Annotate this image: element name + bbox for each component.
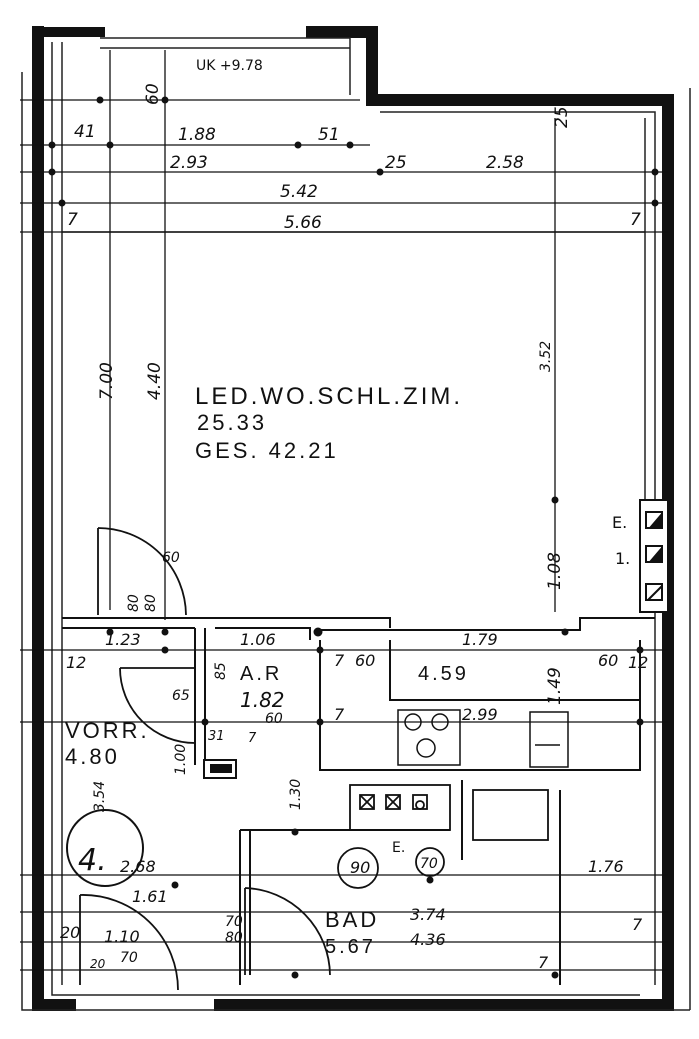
bath-fixtures: [66, 784, 549, 889]
dim-label: 2.99: [462, 705, 498, 724]
storage-room-name: A.R: [240, 663, 282, 685]
dim-label: 41: [74, 122, 96, 142]
dim-label: 7: [632, 915, 643, 934]
dim-label: 3.54: [92, 781, 108, 812]
dim-label: 3.52: [538, 341, 554, 372]
dim-label: 20: [90, 957, 106, 971]
dim-label: 51: [318, 125, 340, 145]
dim-label: 7: [538, 953, 549, 972]
hall-area: 4.80: [65, 744, 120, 769]
dim-label: 7: [334, 705, 345, 724]
dim-label: 90: [350, 858, 370, 877]
dim-label: 80: [143, 594, 159, 612]
meter-label-1: 1.: [615, 549, 630, 568]
shaft: [203, 759, 237, 779]
meter-panel: [639, 499, 669, 613]
dim-label: 4.36: [410, 930, 446, 949]
level-note: UK +9.78: [196, 58, 263, 74]
dim-label: 1.76: [588, 857, 624, 876]
dimension-ticks: [48, 96, 659, 979]
total-area: GES. 42.21: [195, 438, 339, 463]
dim-label: 85: [213, 662, 229, 680]
dimension-lines: [20, 50, 668, 971]
dim-label: 1.23: [105, 630, 141, 649]
dim-label: 60: [598, 651, 618, 670]
lower-dimension-labels: 2.68 1.61 1.76 20 1.10 70 80 3.74 4.36 7…: [60, 550, 643, 972]
dim-label: 12: [628, 653, 648, 672]
dim-label: 7: [67, 210, 78, 230]
dim-label: 5.42: [280, 182, 318, 202]
dim-label: 12: [66, 653, 86, 672]
dim-label: 2.68: [120, 857, 156, 876]
dim-label: 80: [126, 594, 142, 612]
dim-label: 25: [385, 153, 407, 173]
dim-label: 60: [355, 651, 375, 670]
kitchen-fixtures: [397, 709, 569, 768]
dim-label: 70: [225, 914, 243, 930]
dim-label: 65: [172, 688, 190, 704]
dim-label: 1.61: [132, 887, 168, 906]
unit-number: 4.: [78, 843, 107, 878]
dim-label: 1.49: [545, 667, 565, 705]
middle-dimension-labels: 1.23 1.06 1.79 12 12 60 60 7 7 85 65 60 …: [66, 594, 648, 727]
dim-label: 3.74: [410, 905, 446, 924]
door-swings: [79, 527, 331, 991]
dim-label: 70: [420, 856, 438, 872]
dim-label: 2.58: [486, 153, 524, 173]
top-dimension-labels: 60 41 1.88 51 2.93 25 2.58 25 5.42 5.66 …: [67, 83, 641, 233]
storage-room-area: 1.82: [240, 688, 285, 712]
dim-label: 1.06: [240, 630, 276, 649]
kitchen-area: 4.59: [418, 663, 469, 685]
dim-label: 7: [248, 731, 257, 746]
living-room-area: 25.33: [197, 410, 267, 435]
bath-area: 5.67: [325, 936, 376, 958]
dim-label: 1.79: [462, 630, 498, 649]
dim-label: 7: [334, 651, 345, 670]
dim-label: 60: [162, 550, 180, 566]
bath-name: BAD: [325, 907, 379, 932]
dim-label: 1.30: [288, 779, 304, 810]
dim-label: 1.08: [545, 552, 565, 590]
dim-label: 25: [552, 106, 572, 128]
bath-meter-label: E.: [392, 840, 405, 856]
dim-label: 31: [208, 729, 225, 744]
meter-label-e: E.: [612, 513, 627, 532]
dim-label: 1.10: [104, 927, 140, 946]
dim-label: 70: [120, 950, 138, 966]
dim-label: 1.00: [173, 744, 189, 775]
dim-label: 80: [225, 930, 243, 946]
dim-label: 7.00: [97, 362, 117, 400]
dim-label: 4.40: [145, 362, 165, 400]
dim-label: 60: [143, 83, 163, 105]
dim-label: 5.66: [284, 213, 322, 233]
hall-name: VORR.: [65, 718, 150, 743]
exterior-walls: [32, 26, 674, 1011]
vertical-dimension-labels: 7.00 4.40 3.52 1.08 1.49 3.54 1.00 1.30: [92, 341, 565, 812]
dim-label: 7: [630, 210, 641, 230]
living-room-name: LED.WO.SCHL.ZIM.: [195, 383, 463, 410]
dim-label: 20: [60, 923, 80, 942]
dim-label: 2.93: [170, 153, 208, 173]
dim-label: 60: [265, 711, 283, 727]
dim-label: 1.88: [178, 125, 216, 145]
